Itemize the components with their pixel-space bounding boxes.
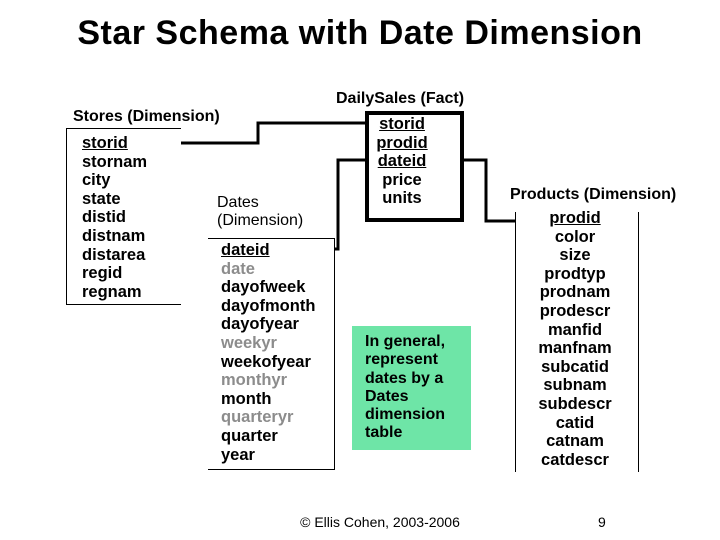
field-regid: regid <box>82 264 123 283</box>
note-line: dates by a <box>365 369 444 387</box>
field-quarteryr: quarteryr <box>221 408 294 427</box>
note-line: In general, <box>365 333 446 350</box>
field-distarea: distarea <box>82 245 146 264</box>
field-distnam: distnam <box>82 226 146 245</box>
field-regnam: regnam <box>82 282 142 301</box>
field-dayofyear: dayofyear <box>221 315 299 334</box>
field-size: size <box>559 246 591 265</box>
field-price: price <box>382 170 422 189</box>
line-fact-to-products <box>456 158 529 226</box>
field-weekofyear: weekofyear <box>221 352 311 371</box>
field-color: color <box>554 227 596 246</box>
products-title: Products (Dimension) <box>510 186 677 203</box>
field-quarter: quarter <box>221 426 278 445</box>
note-line: represent <box>365 351 438 369</box>
field-subnam: subnam <box>543 376 607 395</box>
field-prodtyp: prodtyp <box>544 264 606 283</box>
line-fact-to-dates <box>270 158 365 254</box>
field-prodid: prodid <box>549 209 601 227</box>
field-dateid: dateid <box>377 152 427 171</box>
field-weekyr: weekyr <box>221 333 277 352</box>
footer-copyright: © Ellis Cohen, 2003-2006 <box>300 514 460 530</box>
field-units: units <box>382 189 422 208</box>
field-state: state <box>82 189 121 208</box>
field-dayofmonth: dayofmonth <box>221 296 316 315</box>
field-month: month <box>221 389 272 408</box>
field-stornam: stornam <box>82 152 148 171</box>
field-distid: distid <box>82 208 126 227</box>
field-prodid: prodid <box>376 133 428 152</box>
field-manfid: manfid <box>547 320 603 339</box>
note-line: table <box>365 424 403 442</box>
field-catnam: catnam <box>546 432 604 451</box>
field-catdescr: catdescr <box>541 450 609 469</box>
field-city: city <box>82 171 111 190</box>
field-year: year <box>221 445 255 464</box>
stores-title: Stores (Dimension) <box>73 108 220 125</box>
field-monthyr: monthyr <box>221 371 287 390</box>
dates-table <box>208 238 335 470</box>
field-prodnam: prodnam <box>539 283 611 302</box>
dates-title-line1: Dates <box>217 194 259 211</box>
slide-title: Star Schema with Date Dimension <box>77 14 643 52</box>
fact-table <box>365 111 464 222</box>
field-prodescr: prodescr <box>539 301 611 320</box>
field-subdescr: subdescr <box>538 394 612 413</box>
note-box <box>352 326 471 450</box>
products-table <box>515 212 639 472</box>
stores-table <box>66 128 181 305</box>
note-line: Dates <box>365 387 409 405</box>
field-subcatid: subcatid <box>541 357 609 376</box>
line-fact-to-stores <box>102 121 365 148</box>
note-line: dimension <box>365 406 446 424</box>
field-dayofweek: dayofweek <box>221 278 306 297</box>
field-storid: storid <box>82 134 128 152</box>
field-catid: catid <box>555 413 595 432</box>
field-manfnam: manfnam <box>538 339 612 358</box>
dates-title-line2: (Dimension) <box>217 212 304 229</box>
fact-title: DailySales (Fact) <box>336 90 465 107</box>
field-storid: storid <box>379 115 425 133</box>
field-dateid: dateid <box>221 241 270 259</box>
page-number: 9 <box>598 514 606 530</box>
field-date: date <box>221 259 255 278</box>
